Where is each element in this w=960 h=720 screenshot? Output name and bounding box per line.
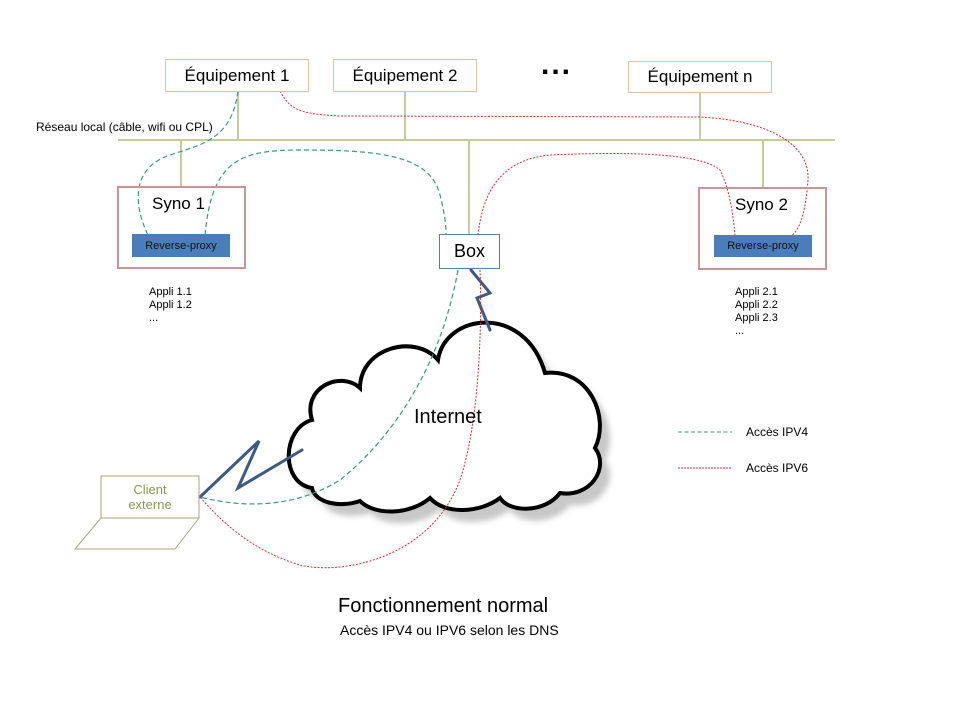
laptop-screen bbox=[100, 475, 200, 519]
internet-cloud bbox=[286, 320, 602, 514]
syno-1-title: Syno 1 bbox=[152, 194, 205, 213]
wan-link-client bbox=[198, 439, 304, 499]
laptop-keyboard bbox=[73, 517, 200, 550]
legend-ipv4-label: Accès IPV4 bbox=[746, 425, 809, 439]
equipment-1-label: Équipement 1 bbox=[184, 65, 290, 85]
ipv6-path-box-proxy2 bbox=[477, 153, 736, 236]
client-label[interactable]: Client externe bbox=[101, 482, 199, 512]
syno-1-apps: Appli 1.1 Appli 1.2 ... bbox=[149, 286, 192, 325]
syno-2-reverse-proxy[interactable]: Reverse-proxy bbox=[714, 235, 812, 257]
client-label-line1: Client bbox=[133, 482, 167, 497]
ipv6-paths bbox=[199, 90, 809, 569]
caption-subtitle: Accès IPV4 ou IPV6 selon les DNS bbox=[340, 622, 559, 638]
ipv4-path-box-client bbox=[199, 269, 459, 505]
ipv6-path-box-client bbox=[199, 269, 482, 569]
more-equipments-ellipsis: ... bbox=[541, 48, 573, 81]
app-item: ... bbox=[149, 312, 159, 324]
caption-title: Fonctionnement normal bbox=[338, 595, 549, 617]
client-laptop bbox=[73, 475, 200, 550]
syno-1[interactable] bbox=[117, 186, 246, 269]
app-item: Appli 1.1 bbox=[149, 286, 192, 298]
client-label-line2: externe bbox=[128, 497, 172, 512]
ipv4-path-proxy1-box bbox=[204, 149, 447, 236]
app-item: Appli 2.3 bbox=[735, 312, 778, 324]
ipv6-path-equip1-proxy2 bbox=[279, 90, 809, 236]
app-item: Appli 1.2 bbox=[149, 299, 192, 311]
equipment-1[interactable]: Équipement 1 bbox=[165, 59, 309, 92]
ipv4-path-equip1-proxy1 bbox=[137, 90, 239, 236]
app-item: Appli 2.2 bbox=[735, 299, 778, 311]
equipment-2-label: Équipement 2 bbox=[352, 65, 458, 85]
syno-2-title: Syno 2 bbox=[735, 195, 788, 214]
lan-bus bbox=[118, 91, 835, 235]
equipment-2[interactable]: Équipement 2 bbox=[333, 59, 477, 92]
app-item: ... bbox=[735, 325, 745, 337]
syno-2[interactable] bbox=[698, 187, 827, 270]
syno-1-reverse-proxy[interactable]: Reverse-proxy bbox=[132, 234, 230, 257]
app-item: Appli 2.1 bbox=[735, 286, 778, 298]
legend-ipv6-label: Accès IPV6 bbox=[746, 461, 809, 475]
syno-2-apps: Appli 2.1 Appli 2.2 Appli 2.3 ... bbox=[735, 286, 778, 338]
equipment-n-label: Équipement n bbox=[647, 67, 753, 86]
internet-box[interactable]: Box bbox=[439, 234, 500, 269]
internet-label: Internet bbox=[414, 406, 482, 428]
internet-box-label: Box bbox=[453, 241, 486, 261]
lan-label: Réseau local (câble, wifi ou CPL) bbox=[36, 120, 213, 134]
equipment-n[interactable]: Équipement n bbox=[628, 61, 772, 93]
ipv4-paths bbox=[137, 90, 459, 505]
